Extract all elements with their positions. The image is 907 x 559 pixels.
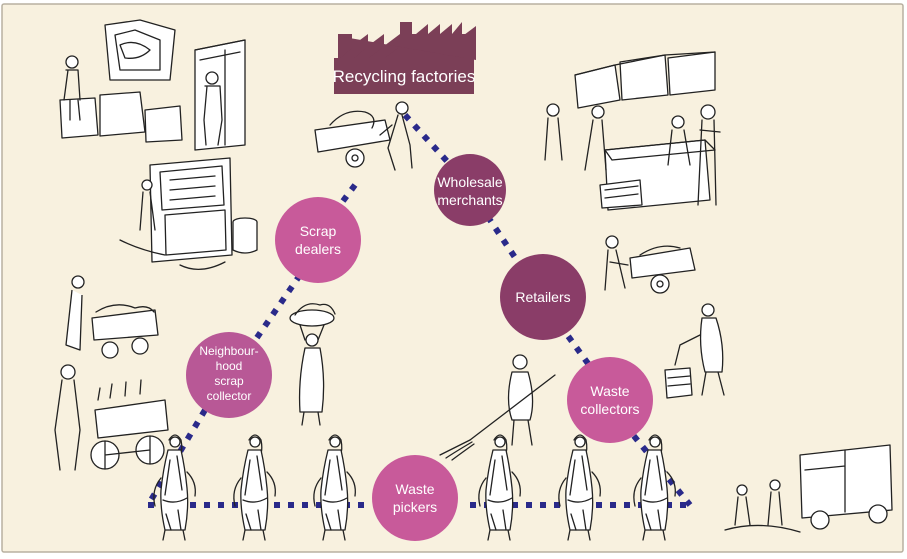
scrap-shop-illustration bbox=[119, 157, 258, 270]
node-label-line-1: Wholesale bbox=[437, 174, 503, 190]
node-label-line-2: hood bbox=[216, 359, 243, 373]
recycling-factory: Recycling factories bbox=[333, 22, 476, 94]
node-neighbourhood-scrap-collector: Neighbour- hood scrap collector bbox=[186, 332, 272, 418]
node-circle bbox=[275, 197, 361, 283]
node-label-line-2: dealers bbox=[295, 241, 341, 257]
node-circle bbox=[434, 154, 506, 226]
handcart-illustration bbox=[314, 101, 413, 171]
node-scrap-dealers: Scrap dealers bbox=[275, 197, 361, 283]
factory-roof-decor bbox=[338, 26, 476, 60]
handcart-illustration bbox=[604, 235, 696, 294]
node-circle bbox=[567, 357, 653, 443]
factory-label-bar bbox=[334, 58, 474, 94]
node-label-line-1: Waste bbox=[590, 383, 629, 399]
node-circle bbox=[500, 254, 586, 340]
connector-neighbourhood-dealers bbox=[242, 273, 303, 357]
garbage-truck-illustration bbox=[724, 444, 893, 533]
node-retailers: Retailers bbox=[500, 254, 586, 340]
street-sweeper-illustration bbox=[439, 354, 556, 461]
tricycle-cart-illustration bbox=[54, 364, 169, 471]
vendor-cart-illustration bbox=[65, 275, 159, 359]
node-label-line-1: Scrap bbox=[300, 223, 337, 239]
node-label-line-4: collector bbox=[207, 389, 252, 403]
connector-collectors-pickers bbox=[622, 423, 693, 507]
node-label-line-1: Neighbour- bbox=[199, 344, 258, 358]
connector-factory-wholesale bbox=[402, 112, 458, 173]
node-waste-collectors: Waste collectors bbox=[567, 357, 653, 443]
basket-carrier-illustration bbox=[289, 303, 336, 426]
node-label-line-1: Retailers bbox=[515, 289, 570, 305]
node-waste-pickers: Waste pickers bbox=[372, 455, 458, 541]
connector-pickers-neighbourhood bbox=[145, 408, 208, 507]
node-circle bbox=[186, 332, 272, 418]
node-label-line-1: Waste bbox=[395, 481, 434, 497]
node-label-line-2: merchants bbox=[437, 192, 502, 208]
node-wholesale-merchants: Wholesale merchants bbox=[434, 154, 506, 226]
factory-label: Recycling factories bbox=[333, 67, 476, 86]
node-label-line-3: scrap bbox=[214, 374, 244, 388]
warehouse-illustration bbox=[544, 51, 721, 211]
node-label-line-2: pickers bbox=[393, 499, 437, 515]
market-stall-illustration bbox=[59, 19, 246, 151]
waste-collector-illustration bbox=[664, 303, 725, 399]
node-circle bbox=[372, 455, 458, 541]
node-label-line-2: collectors bbox=[580, 401, 639, 417]
